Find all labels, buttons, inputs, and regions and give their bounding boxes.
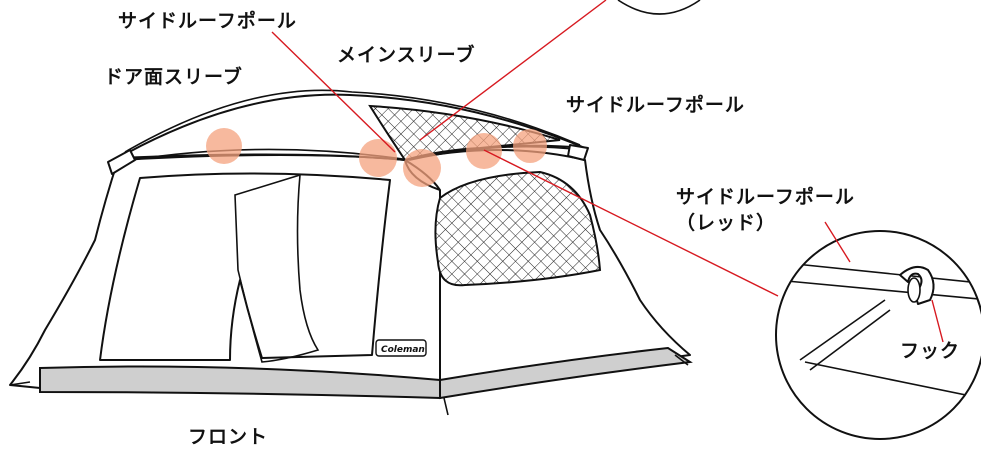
- detail-strap-2: [809, 309, 891, 371]
- label-side-roof-pole-red-line1: サイドルーフポール: [676, 186, 855, 208]
- tent-body: Coleman: [9, 89, 693, 416]
- highlight-markers: [206, 128, 547, 187]
- label-side-roof-pole-red-line2: （レッド）: [676, 212, 777, 234]
- stake-center: [443, 397, 449, 416]
- highlight-pole-hook: [466, 133, 502, 169]
- callout-line-top-circle: [419, 0, 607, 141]
- detail-pole-lower: [776, 279, 981, 301]
- detail-circle-partial: [617, 0, 701, 15]
- callout-line-side-roof-pole-top: [271, 31, 396, 153]
- label-front: フロント: [188, 426, 269, 448]
- callout-line-zoom-pole: [824, 221, 851, 263]
- callout-lines: [271, 0, 779, 297]
- detail-strap-1: [799, 299, 886, 361]
- label-side-roof-pole-right: サイドルーフポール: [566, 94, 745, 116]
- left-end-clip: [107, 149, 136, 175]
- door-flap: [234, 173, 320, 363]
- detail-zoom: [775, 221, 981, 440]
- callout-line-red-pole: [483, 149, 779, 297]
- label-door-sleeve: ドア面スリーブ: [104, 66, 243, 88]
- stake-left: [9, 381, 31, 386]
- logo-text: Coleman: [381, 345, 425, 355]
- label-hook: フック: [900, 340, 961, 362]
- right-end-clip: [567, 144, 589, 161]
- side-mesh-window: [434, 170, 602, 287]
- highlight-pole-right: [513, 129, 547, 163]
- highlight-door-sleeve: [206, 128, 242, 164]
- detail-seam: [804, 361, 981, 401]
- detail-pole-upper: [776, 261, 981, 285]
- callout-line-hook: [931, 299, 944, 343]
- hook-ring: [907, 277, 921, 303]
- label-side-roof-pole-top: サイドルーフポール: [118, 10, 297, 32]
- logo-badge: [375, 339, 427, 357]
- label-main-sleeve: メインスリーブ: [337, 44, 476, 66]
- detail-circle: [775, 230, 981, 440]
- stake-right: [674, 354, 689, 366]
- highlight-pole-center: [403, 149, 441, 187]
- side-skirt: [439, 346, 693, 400]
- highlight-pole-left: [359, 139, 397, 177]
- main-sleeve-line: [124, 89, 581, 153]
